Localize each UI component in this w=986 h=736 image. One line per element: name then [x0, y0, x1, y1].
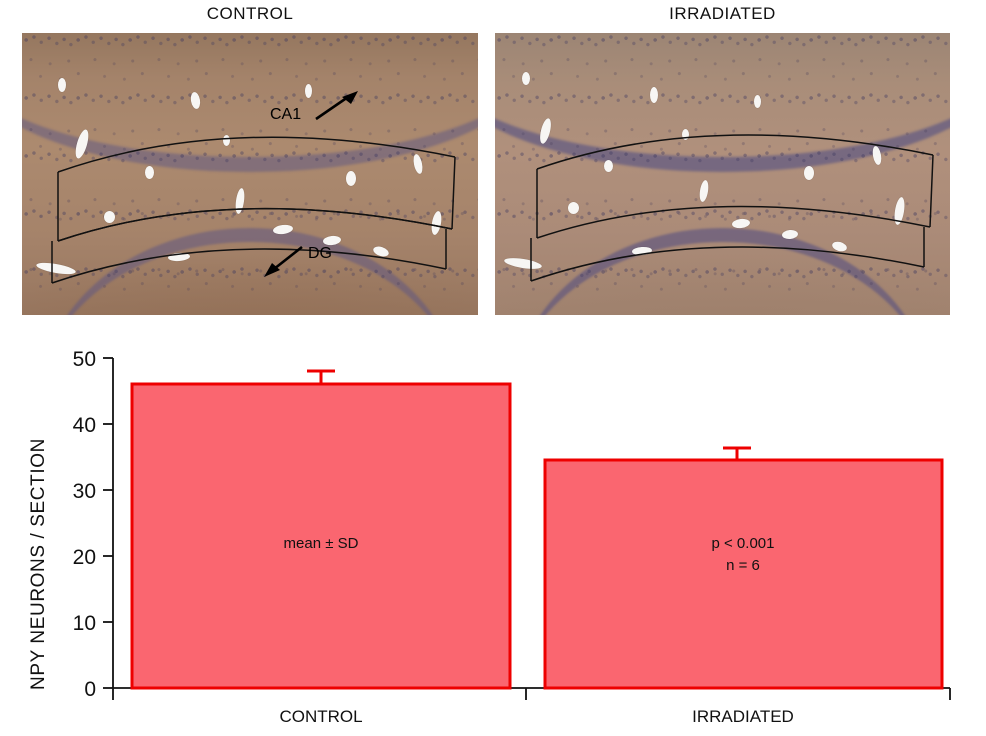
panel-title-irradiated: IRRADIATED — [669, 4, 776, 23]
y-axis-title: NPY NEURONS / SECTION — [28, 438, 49, 690]
annotation-dg: DG — [308, 245, 332, 263]
y-tick-label-40: 40 — [73, 414, 96, 437]
note-sample-size: n = 6 — [726, 557, 760, 574]
roi-outline-irradiated — [530, 134, 934, 282]
arrow-up-right-icon — [315, 91, 358, 121]
note-p-value: p < 0.001 — [712, 535, 775, 552]
x-category-label-irradiated: IRRADIATED — [692, 707, 794, 726]
y-tick-label-10: 10 — [73, 612, 96, 635]
x-category-label-control: CONTROL — [279, 707, 362, 726]
vessel-profiles-irradiated — [495, 33, 950, 315]
y-tick-label-50: 50 — [73, 348, 96, 371]
micrograph-irradiated — [495, 33, 950, 315]
note-mean-sd: mean ± SD — [284, 535, 359, 552]
micrograph-panel-row: CONTROL IRRADIATED — [0, 0, 986, 330]
y-tick-label-20: 20 — [73, 546, 96, 569]
x-axis-ticks — [112, 688, 951, 700]
vessel-profiles-control — [22, 33, 478, 315]
error-bar-irradiated — [723, 446, 751, 460]
annotation-dg-label: DG — [308, 245, 332, 262]
nuclei-speckle-control — [22, 33, 478, 315]
roi-outline-control — [51, 136, 456, 284]
error-bar-control — [307, 369, 335, 384]
tissue-texture-control: CA1 DG — [22, 33, 478, 315]
panel-title-control: CONTROL — [206, 4, 294, 23]
y-tick-label-30: 30 — [73, 480, 96, 503]
arrow-down-left-icon — [264, 245, 303, 277]
bar-chart: 50 40 30 20 10 0 NPY NEURONS / SECTION m… — [0, 330, 986, 736]
nuclei-speckle-irradiated — [495, 33, 950, 315]
tissue-texture-irradiated — [495, 33, 950, 315]
y-tick-label-0: 0 — [84, 678, 96, 701]
chart-svg: 50 40 30 20 10 0 NPY NEURONS / SECTION m… — [28, 348, 951, 726]
micrograph-control: CA1 DG — [22, 33, 478, 315]
annotation-ca1-label: CA1 — [270, 106, 302, 123]
y-axis-ticks — [103, 357, 113, 689]
annotation-ca1: CA1 — [270, 106, 301, 124]
bar-irradiated — [543, 458, 944, 690]
